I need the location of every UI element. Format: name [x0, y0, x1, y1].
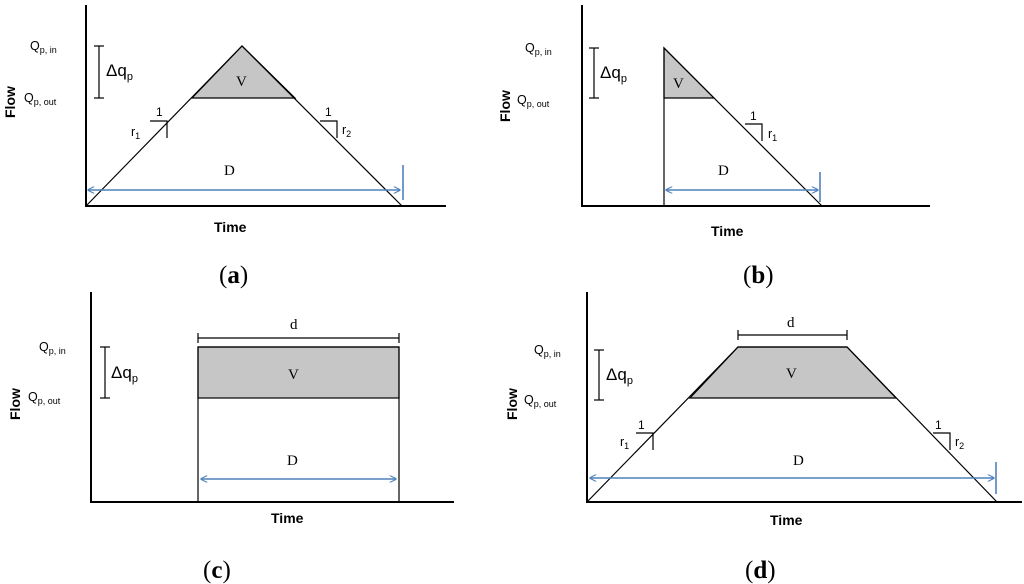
panel-d-y-axis-label: Flow	[504, 388, 520, 420]
panel-a-q-in-label: Qp, in	[30, 39, 57, 55]
panel-d-q-out-label: Qp, out	[524, 393, 557, 409]
panel-a-axes	[85, 5, 446, 207]
panel-d-duration-label: D	[793, 453, 804, 469]
panel-c-caption: (c)	[203, 557, 231, 584]
panel-d-slope-right-one: 1	[935, 418, 942, 432]
panel-d-delta-label: Δqp	[606, 365, 633, 387]
panel-c-delta-label: Δqp	[111, 363, 138, 385]
panel-b-slope-marker	[745, 123, 763, 141]
panel-a-volume-label: V	[236, 74, 247, 90]
panel-c-y-axis-label: Flow	[7, 388, 23, 420]
panel-b-x-axis-label: Time	[711, 223, 744, 239]
panel-d: d Qp, in Qp, out Δqp V 1 r1 1 r2 D Time …	[504, 292, 1022, 584]
panel-a-slope-right-marker	[320, 120, 338, 138]
panel-d-slope-right-r: r2	[955, 435, 964, 451]
panel-b-axes	[581, 5, 930, 207]
panel-a-y-axis-label: Flow	[2, 86, 18, 118]
panel-b-y-axis-label: Flow	[497, 90, 513, 122]
panel-d-x-axis-label: Time	[770, 512, 803, 528]
panel-d-hydrograph	[586, 346, 998, 503]
panel-c-volume-label: V	[288, 367, 299, 383]
panel-c-hydrograph	[197, 346, 400, 502]
panel-d-caption: (d)	[745, 557, 776, 584]
panel-c-axes	[90, 292, 454, 503]
panel-d-slope-left-r: r1	[620, 435, 629, 451]
panel-d-slope-right-marker	[933, 432, 951, 450]
panel-c-duration-label: D	[287, 453, 298, 469]
panel-b-hydrograph	[663, 46, 823, 207]
panel-c-d-label: d	[290, 317, 298, 333]
panel-a-delta-label: Δqp	[106, 61, 133, 83]
panel-a-slope-right-r: r2	[342, 123, 351, 139]
panel-b-caption: (b)	[743, 262, 774, 289]
panel-a-hydrograph	[85, 45, 403, 207]
panel-d-d-label: d	[787, 315, 795, 331]
panel-a-slope-left-r: r1	[131, 125, 140, 141]
panel-b-duration-label: D	[718, 163, 729, 179]
panel-d-volume-label: V	[786, 366, 797, 382]
panel-a-slope-right-one: 1	[325, 105, 332, 119]
panel-c: d Qp, in Qp, out Δqp V D Time Flow (c)	[7, 292, 454, 584]
panel-c-q-in-label: Qp, in	[39, 340, 66, 356]
panel-d-slope-left-marker	[636, 432, 654, 450]
panel-a-slope-left-marker	[150, 120, 168, 138]
panel-a-volume-area	[190, 45, 297, 99]
panel-a: Qp, in Qp, out Δqp V 1 r1 1 r2 D Time Fl…	[2, 5, 446, 289]
panel-b-slope-r: r1	[768, 127, 777, 143]
panel-d-slope-left-one: 1	[638, 418, 645, 432]
panel-b: Qp, in Qp, out Δqp V 1 r1 D Time Flow (b…	[497, 5, 930, 289]
panel-a-q-out-label: Qp, out	[24, 91, 57, 107]
panel-d-q-in-label: Qp, in	[534, 343, 561, 359]
panel-a-duration-label: D	[224, 163, 235, 179]
panel-c-q-out-label: Qp, out	[28, 390, 61, 406]
panel-b-slope-one: 1	[750, 109, 757, 123]
panel-a-x-axis-label: Time	[214, 219, 247, 235]
panel-a-caption: (a)	[219, 262, 248, 289]
panel-b-delta-label: Δqp	[600, 63, 627, 85]
panel-c-x-axis-label: Time	[271, 510, 304, 526]
panel-b-q-out-label: Qp, out	[517, 93, 550, 109]
panel-b-q-in-label: Qp, in	[525, 41, 552, 57]
panel-b-volume-label: V	[673, 76, 684, 92]
panel-a-slope-left-one: 1	[156, 105, 163, 119]
